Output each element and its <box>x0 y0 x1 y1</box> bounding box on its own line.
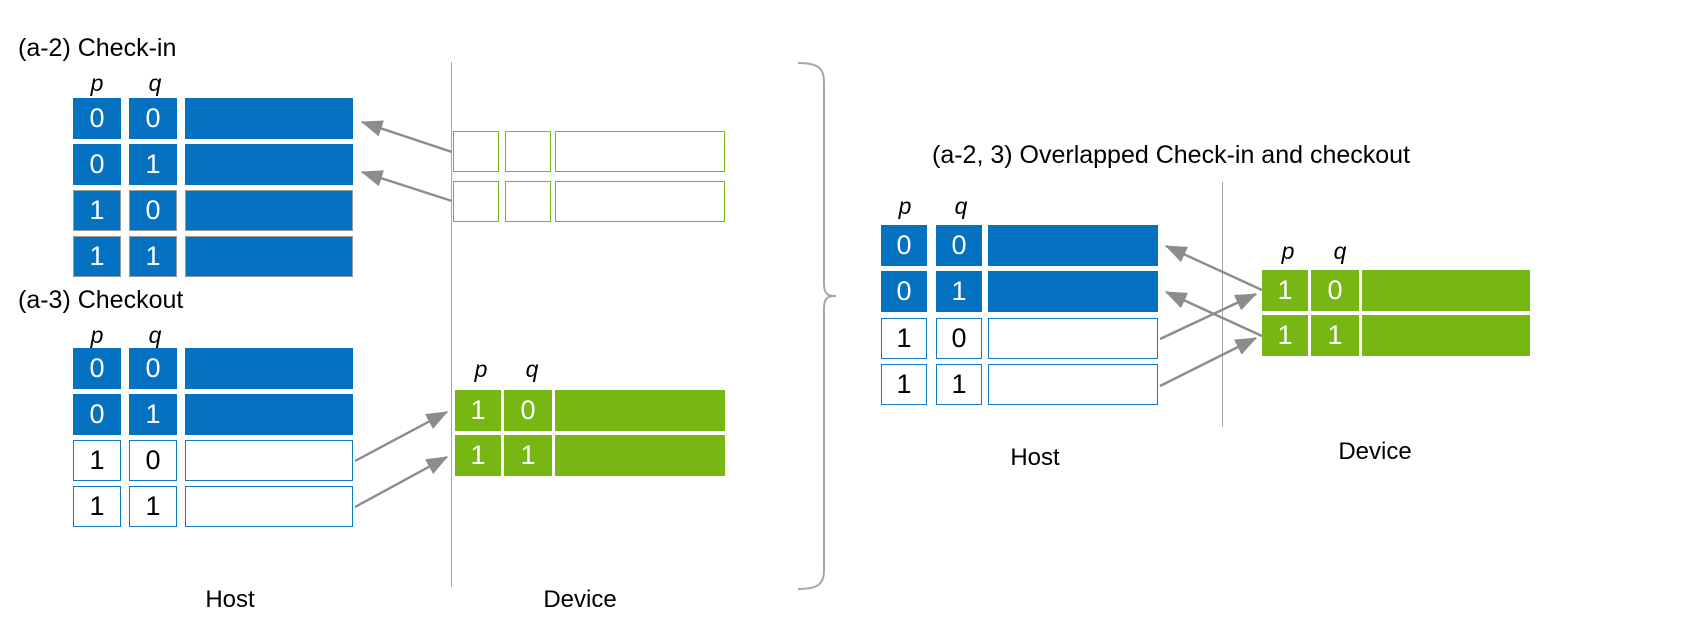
host-cell-payload <box>185 348 353 389</box>
host-cell-p: 1 <box>73 440 121 481</box>
device-cell-p: 1 <box>455 435 501 476</box>
host-cell-payload <box>185 486 353 527</box>
host-cell-p: 1 <box>73 236 121 277</box>
host-cell-q: 0 <box>129 190 177 231</box>
host-cell-q: 0 <box>129 440 177 481</box>
host-cell-p: 1 <box>73 190 121 231</box>
arrow-host-to-device-a3-row4 <box>354 455 449 509</box>
host-cell-p: 1 <box>881 364 927 405</box>
panel-title-a2: (a-2) Check-in <box>18 34 177 62</box>
host-device-divider-right <box>1222 182 1223 427</box>
arrow-host-to-device-a23-row4 <box>1159 336 1258 388</box>
device-cell-p: 1 <box>1262 315 1308 356</box>
host-cell-q: 1 <box>936 364 982 405</box>
panel-title-a23: (a-2, 3) Overlapped Check-in and checkou… <box>932 141 1411 169</box>
arrow-device-to-host-a2-row2 <box>360 170 453 203</box>
device-cell-q: 1 <box>504 435 552 476</box>
panel-title-a3: (a-3) Checkout <box>18 286 184 314</box>
column-header-q-a3: q <box>148 322 162 348</box>
arrow-device-to-host-a23-row2 <box>1164 290 1263 338</box>
host-cell-p: 0 <box>881 225 927 266</box>
device-cell-payload <box>555 435 725 476</box>
device-cell-payload <box>555 131 725 172</box>
host-cell-payload <box>185 98 353 139</box>
host-device-divider-left <box>451 62 452 587</box>
host-cell-p: 1 <box>881 318 927 359</box>
host-cell-p: 0 <box>73 144 121 185</box>
host-cell-p: 1 <box>73 486 121 527</box>
host-cell-payload <box>988 271 1158 312</box>
host-label-right: Host <box>1010 444 1060 471</box>
host-cell-p: 0 <box>73 394 121 435</box>
arrow-device-to-host-a23-row1 <box>1164 244 1263 292</box>
device-column-header-q-a3: q <box>525 356 539 382</box>
device-cell-p: 1 <box>1262 270 1308 311</box>
device-cell-q: 0 <box>1311 270 1359 311</box>
device-cell-payload <box>1362 315 1530 356</box>
device-cell-payload <box>1362 270 1530 311</box>
device-cell-p: 1 <box>455 390 501 431</box>
column-header-q-a23: q <box>954 193 968 219</box>
host-cell-q: 1 <box>129 394 177 435</box>
host-cell-payload <box>185 394 353 435</box>
arrow-host-to-device-a3-row3 <box>354 410 449 463</box>
host-cell-payload <box>988 364 1158 405</box>
host-cell-q: 0 <box>129 98 177 139</box>
arrow-device-to-host-a2-row1 <box>360 120 453 154</box>
device-cell-q: 0 <box>504 390 552 431</box>
host-cell-q: 0 <box>936 225 982 266</box>
host-cell-p: 0 <box>73 98 121 139</box>
host-cell-q: 0 <box>129 348 177 389</box>
host-cell-q: 1 <box>129 236 177 277</box>
device-cell-p <box>453 181 499 222</box>
host-cell-p: 0 <box>881 271 927 312</box>
host-cell-payload <box>185 144 353 185</box>
device-column-header-p-a23: p <box>1281 238 1295 264</box>
host-cell-q: 0 <box>936 318 982 359</box>
host-cell-payload <box>988 318 1158 359</box>
host-cell-payload <box>185 440 353 481</box>
host-cell-q: 1 <box>129 486 177 527</box>
grouping-brace <box>797 62 837 590</box>
host-label-left: Host <box>205 586 255 613</box>
host-cell-payload <box>185 236 353 277</box>
device-label-right: Device <box>1338 438 1412 465</box>
device-cell-payload <box>555 181 725 222</box>
device-column-header-p-a3: p <box>474 356 488 382</box>
device-cell-q <box>505 131 551 172</box>
host-cell-q: 1 <box>129 144 177 185</box>
device-cell-payload <box>555 390 725 431</box>
device-cell-q: 1 <box>1311 315 1359 356</box>
column-header-p-a3: p <box>90 322 104 348</box>
device-label-left: Device <box>543 586 617 613</box>
column-header-q-a2: q <box>148 70 162 96</box>
host-cell-q: 1 <box>936 271 982 312</box>
host-cell-payload <box>988 225 1158 266</box>
host-cell-payload <box>185 190 353 231</box>
device-cell-p <box>453 131 499 172</box>
device-column-header-q-a23: q <box>1333 238 1347 264</box>
column-header-p-a23: p <box>898 193 912 219</box>
device-cell-q <box>505 181 551 222</box>
arrow-host-to-device-a23-row3 <box>1159 292 1258 341</box>
host-cell-p: 0 <box>73 348 121 389</box>
column-header-p-a2: p <box>90 70 104 96</box>
